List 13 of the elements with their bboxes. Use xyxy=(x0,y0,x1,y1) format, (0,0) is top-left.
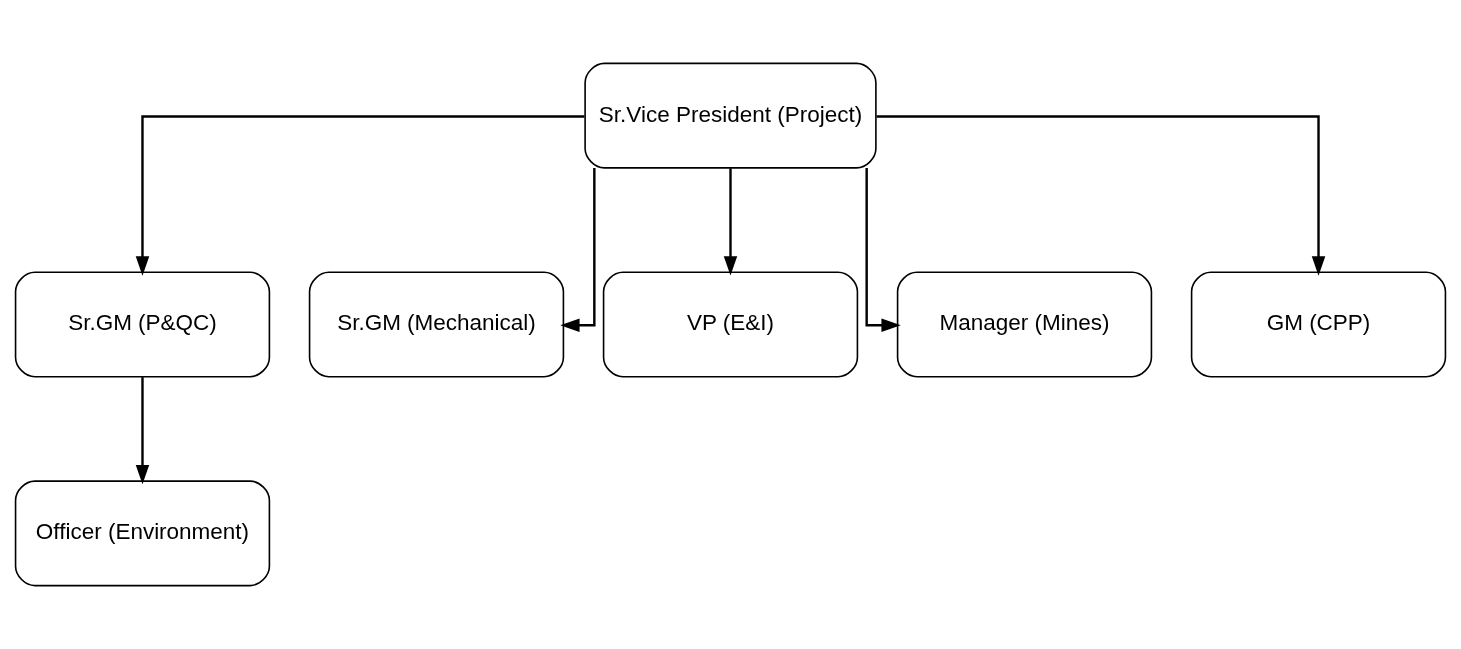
node-box: Sr.Vice President (Project) xyxy=(584,62,877,169)
node-box: Officer (Environment) xyxy=(14,480,271,587)
arrow xyxy=(135,377,150,485)
node-box: Sr.GM (P&QC) xyxy=(14,271,271,378)
arrow xyxy=(560,168,596,333)
arrow xyxy=(723,168,738,276)
node-box: Sr.GM (Mechanical) xyxy=(308,271,565,378)
arrow xyxy=(865,168,901,333)
arrow xyxy=(876,115,1326,276)
node-box: GM (CPP) xyxy=(1190,271,1447,378)
node-box: Manager (Mines) xyxy=(896,271,1153,378)
arrow xyxy=(135,115,585,276)
node-box: VP (E&I) xyxy=(602,271,859,378)
